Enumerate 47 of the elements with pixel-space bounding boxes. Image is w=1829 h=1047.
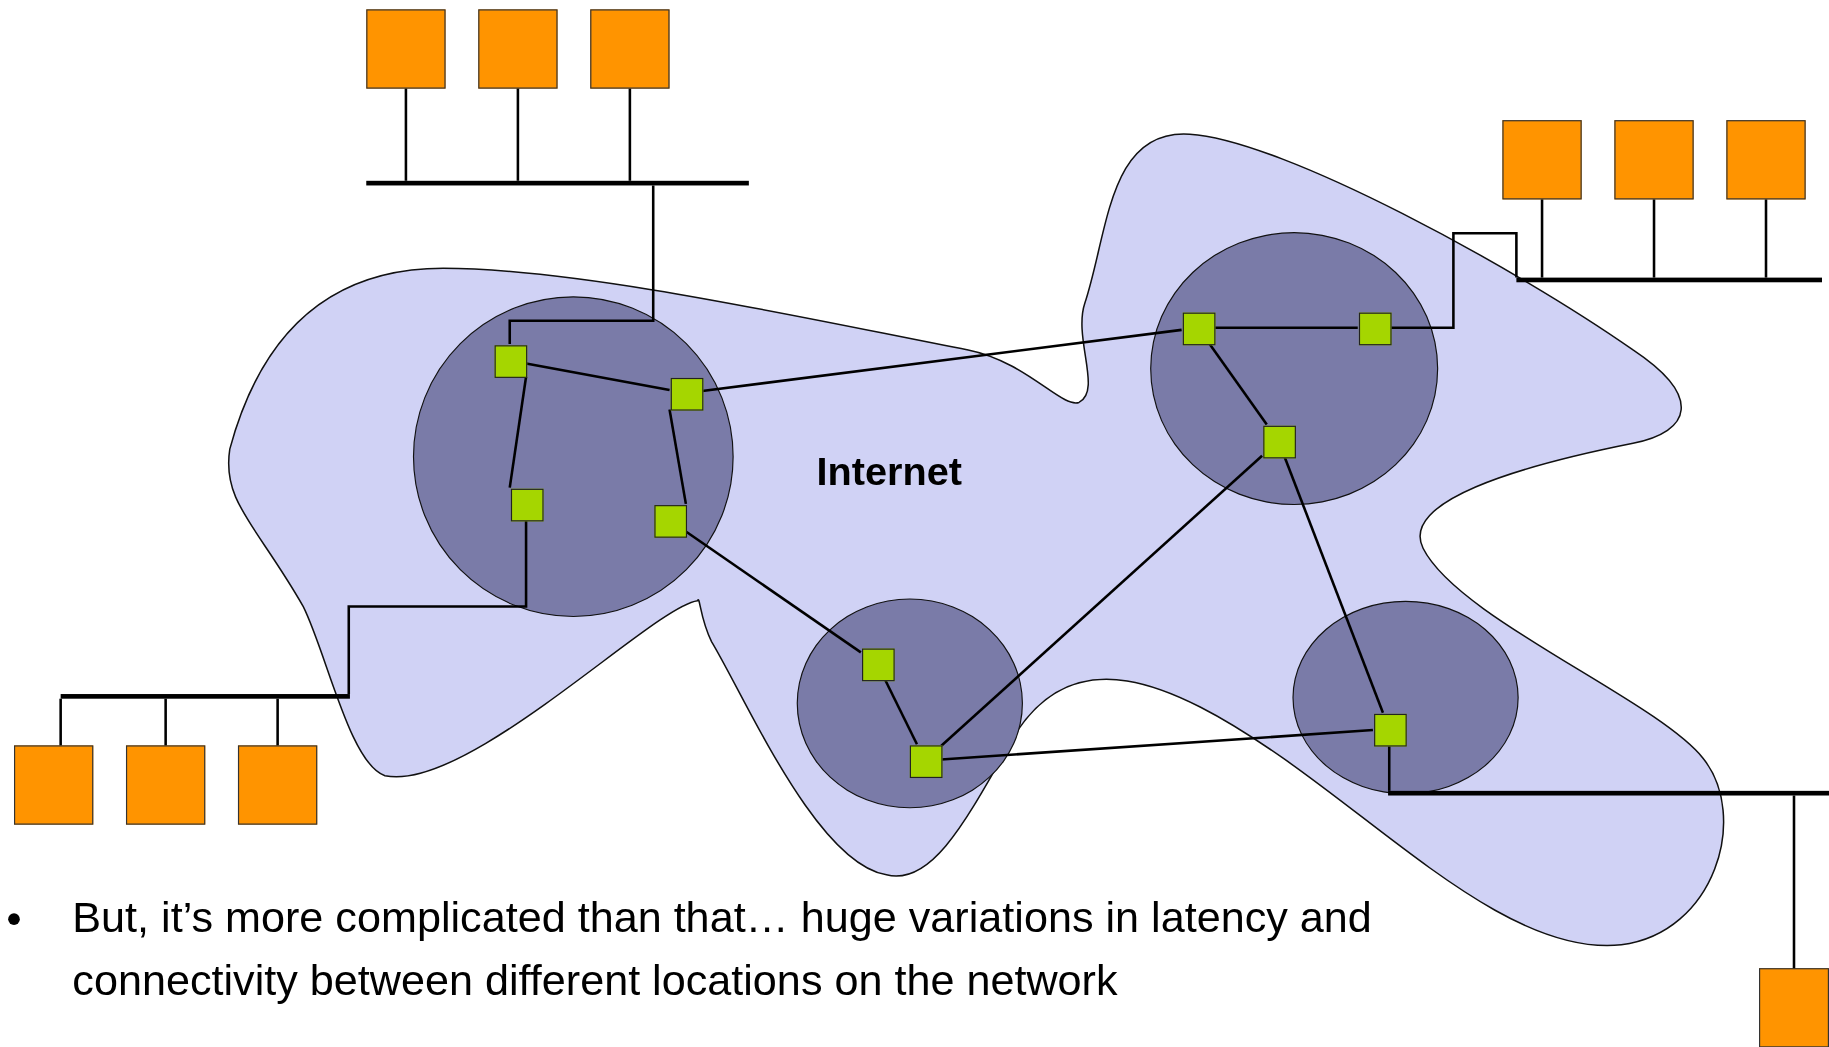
link-line [59,698,62,746]
link-line [702,328,1182,393]
link-line [884,679,919,745]
link-line [685,530,862,654]
host-box [1759,968,1829,1047]
router-node [862,648,895,682]
host-box [1726,120,1806,200]
link-line [668,409,688,505]
link-line [1652,199,1656,278]
link-line [1792,795,1796,969]
link-line [1764,199,1768,278]
link-line [164,698,167,746]
link-line [628,88,632,181]
host-box [478,9,558,89]
link-line [276,698,279,746]
link-line [404,88,408,181]
router-node [494,345,528,378]
host-box [1502,120,1582,200]
link-line [1390,232,1518,330]
host-box [590,9,670,89]
link-line [1387,745,1391,791]
host-box [1614,120,1694,200]
link-line [940,454,1263,747]
router-node [1182,312,1216,346]
router-node [510,488,544,522]
link-line [347,520,528,695]
link-line [525,362,670,392]
host-box [366,9,446,89]
cloud-label: Internet [816,449,962,495]
router-node [1263,425,1296,459]
link-line [1214,326,1358,330]
link-line [508,376,528,488]
host-box [14,745,94,825]
link-line [941,728,1373,761]
router-node [654,505,688,538]
router-node [1374,713,1407,747]
link-line [508,185,655,345]
router-node [909,745,943,778]
bullet-text: But, it’s more complicated than that… huge variations in latency and connectivity between different locations on the network [72,892,1373,1007]
link-line [516,88,520,181]
link-line [1540,199,1544,278]
link-line [1208,343,1268,426]
link-line [1283,456,1385,714]
router-node [670,377,704,411]
router-node [1358,312,1392,346]
host-box [126,745,206,825]
host-box [237,745,318,825]
